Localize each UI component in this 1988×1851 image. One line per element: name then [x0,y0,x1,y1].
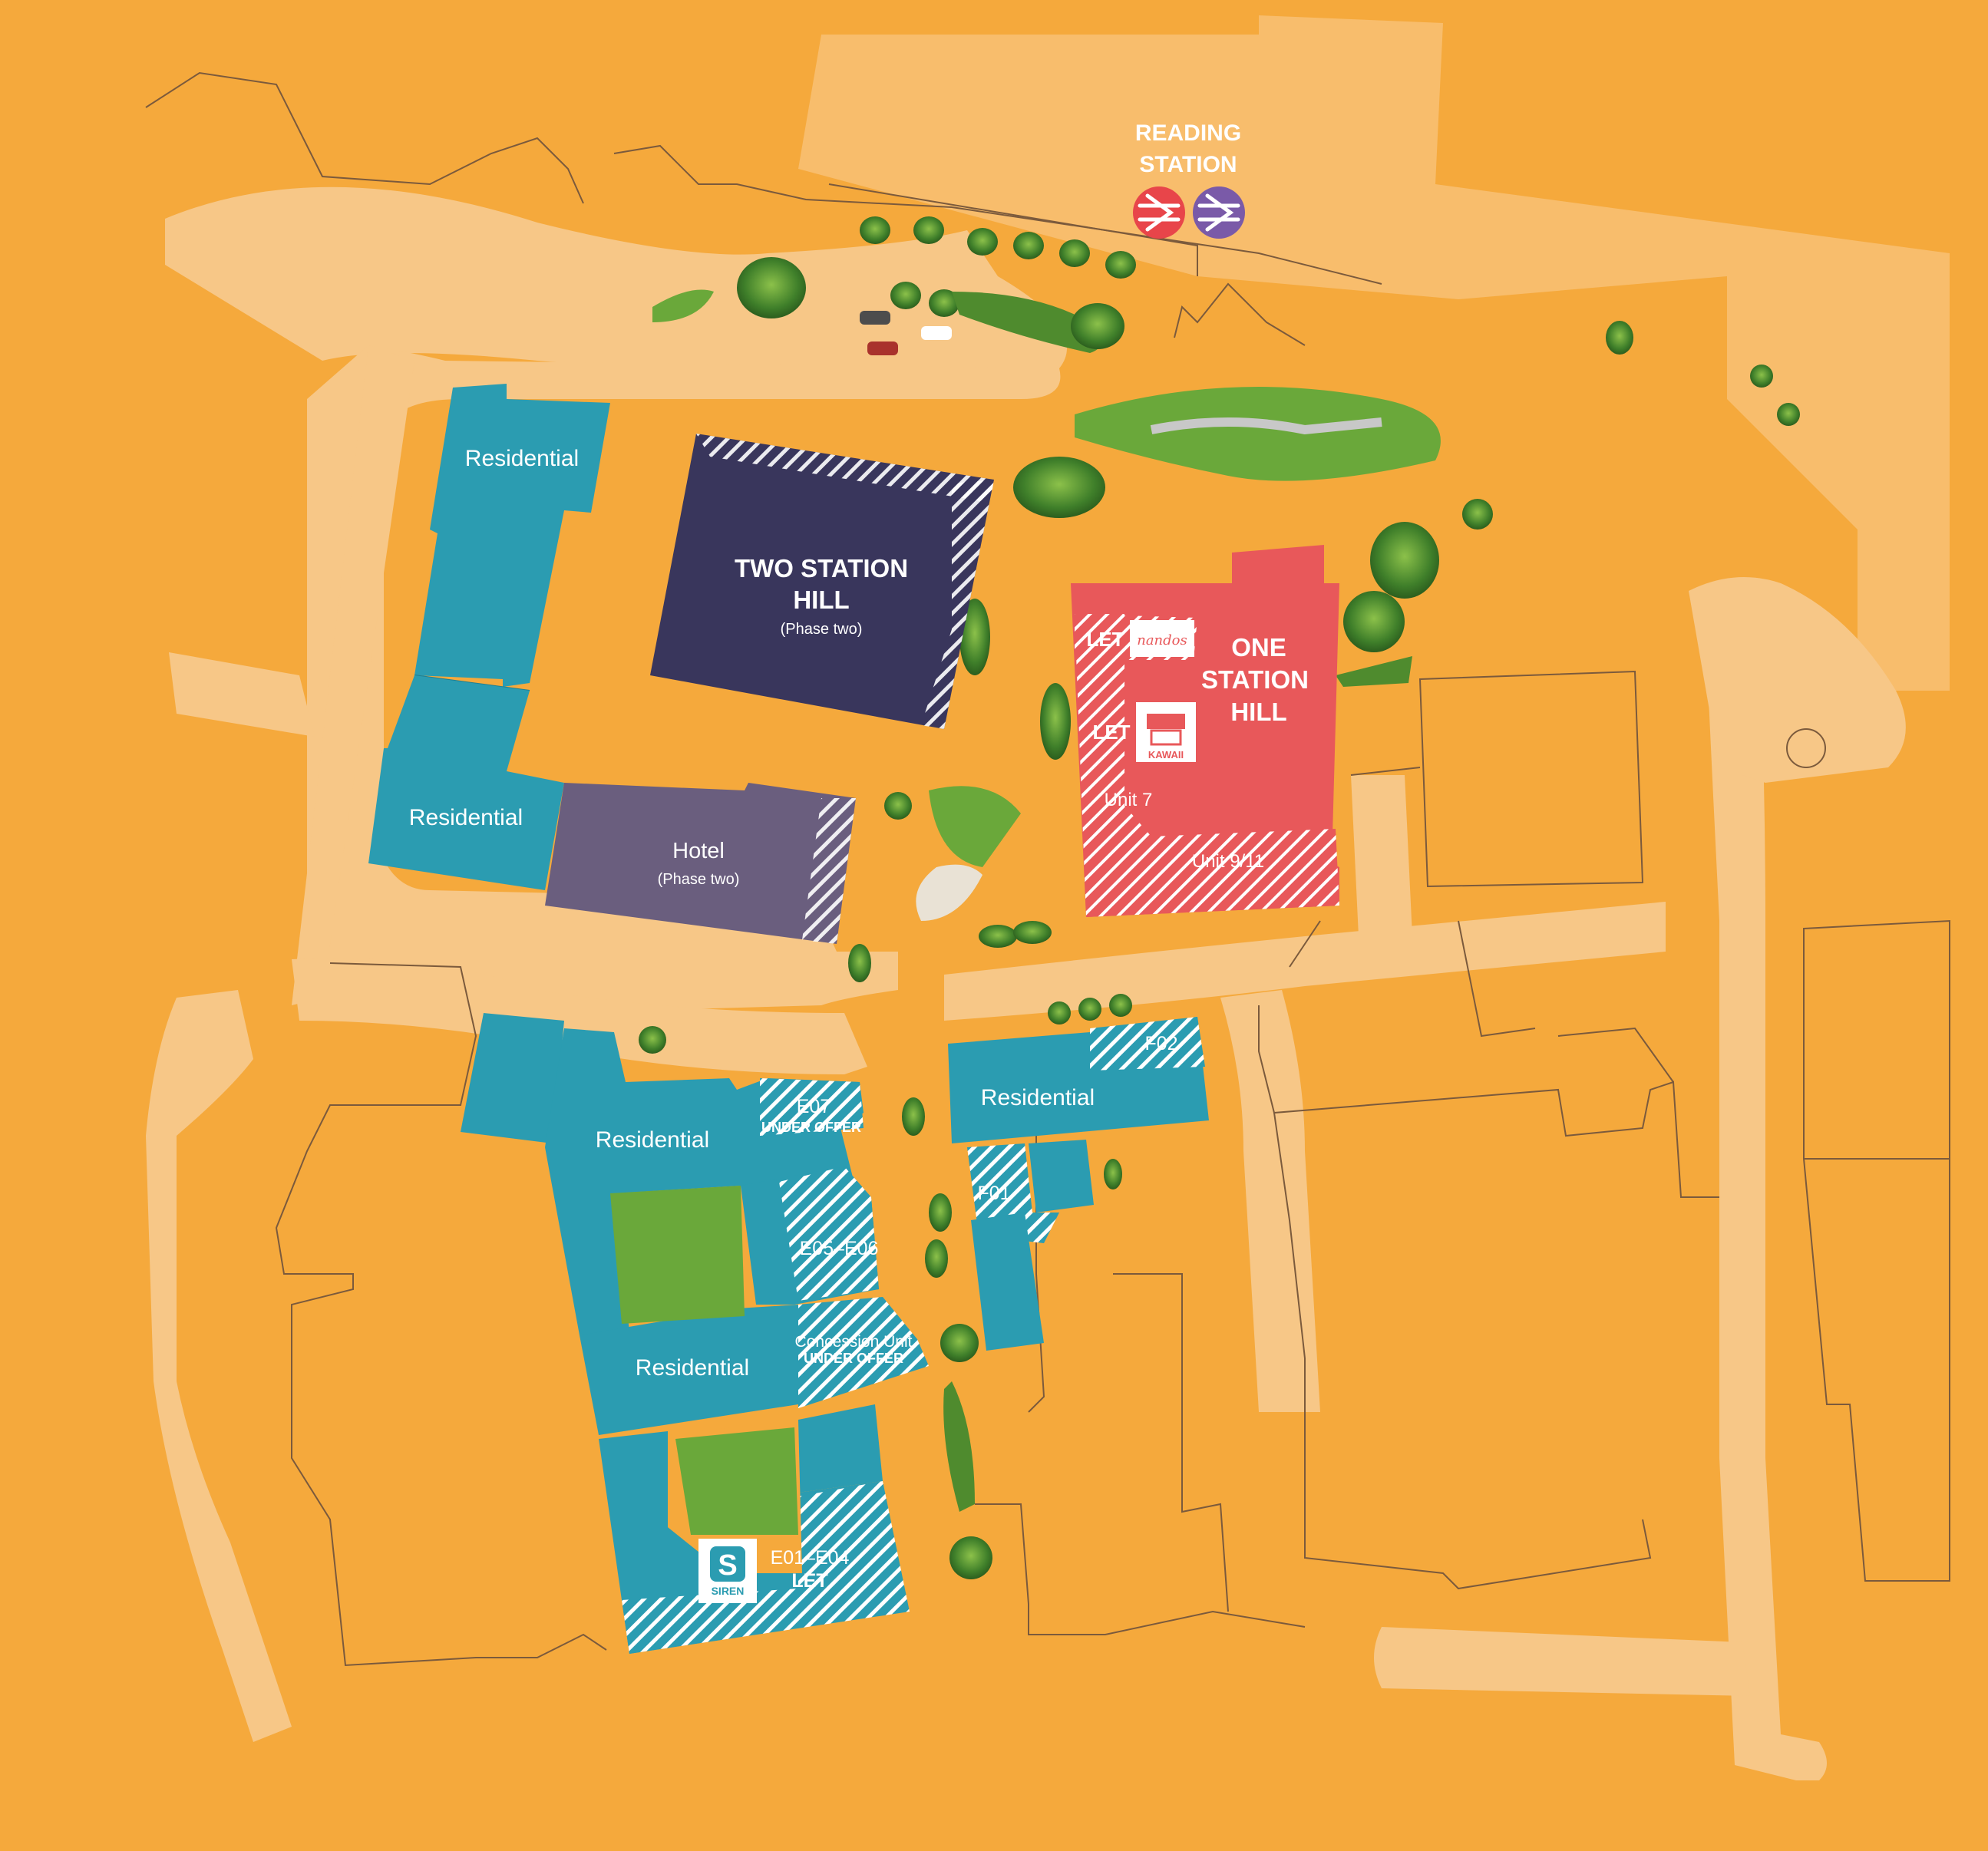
concession-unit-label: Concession Unit [795,1333,913,1351]
unit-9-11-label: Unit 9/11 [1192,851,1264,872]
e01-e04-status: LET [791,1570,827,1592]
nandos-logo-text: nandos [1137,632,1187,648]
unit-7-label: Unit 7 [1105,790,1153,810]
residential-w-building[interactable] [368,675,564,890]
hotel-label: Hotel [672,839,725,863]
residential-w-label: Residential [409,805,523,830]
parked-cars [860,311,952,355]
siren-logo: S SIREN [698,1539,757,1603]
roundabout [1786,728,1826,768]
hotel-building[interactable] [545,783,856,944]
national-rail-icon [1133,186,1185,239]
south-residential-block[interactable] [461,1013,929,1654]
kawaii-logo-text: KAWAII [1148,749,1184,761]
one-station-hill-label-line2: STATION [1201,665,1309,694]
e05-e06-label: E05–E06 [800,1238,879,1259]
building-outlines [145,71,1950,1667]
reading-station-label-line1: READING [1135,120,1241,146]
two-station-hill-label-line1: TWO STATION [735,554,908,582]
two-station-hill-subtitle: (Phase two) [781,621,863,638]
south-courtyards [610,1186,802,1573]
reading-station-label-line2: STATION [1139,152,1237,177]
residential-nw-label: Residential [465,446,579,471]
two-station-hill-label-line2: HILL [793,586,849,614]
elizabeth-line-icon [1193,186,1245,239]
south-residential-3-label: Residential [981,1085,1095,1110]
south-east-residential-block[interactable] [948,1017,1209,1351]
one-station-hill-label-line1: ONE [1231,633,1286,662]
let-upper-label: LET [1086,628,1124,651]
south-residential-2-label: Residential [636,1355,749,1381]
let-lower-label: LET [1092,721,1130,744]
e07-status: UNDER OFFER [761,1120,861,1135]
station-building [798,15,1950,691]
nandos-logo: nandos [1130,620,1194,657]
two-station-hill-building[interactable] [650,434,994,729]
south-residential-1-label: Residential [596,1127,709,1153]
kawaii-logo: KAWAII [1136,702,1196,762]
siren-logo-mark: S [718,1549,737,1582]
f02-label: F02 [1144,1033,1177,1054]
e07-label: E07 [797,1096,831,1117]
one-station-hill-label-line3: HILL [1230,698,1286,726]
siren-logo-text: SIREN [712,1585,745,1597]
roads [146,186,1906,1780]
f01-label: F01 [977,1183,1010,1204]
concession-unit-status: UNDER OFFER [804,1351,903,1366]
e01-e04-label: E01–E04 [771,1547,850,1569]
hotel-subtitle: (Phase two) [658,871,740,888]
